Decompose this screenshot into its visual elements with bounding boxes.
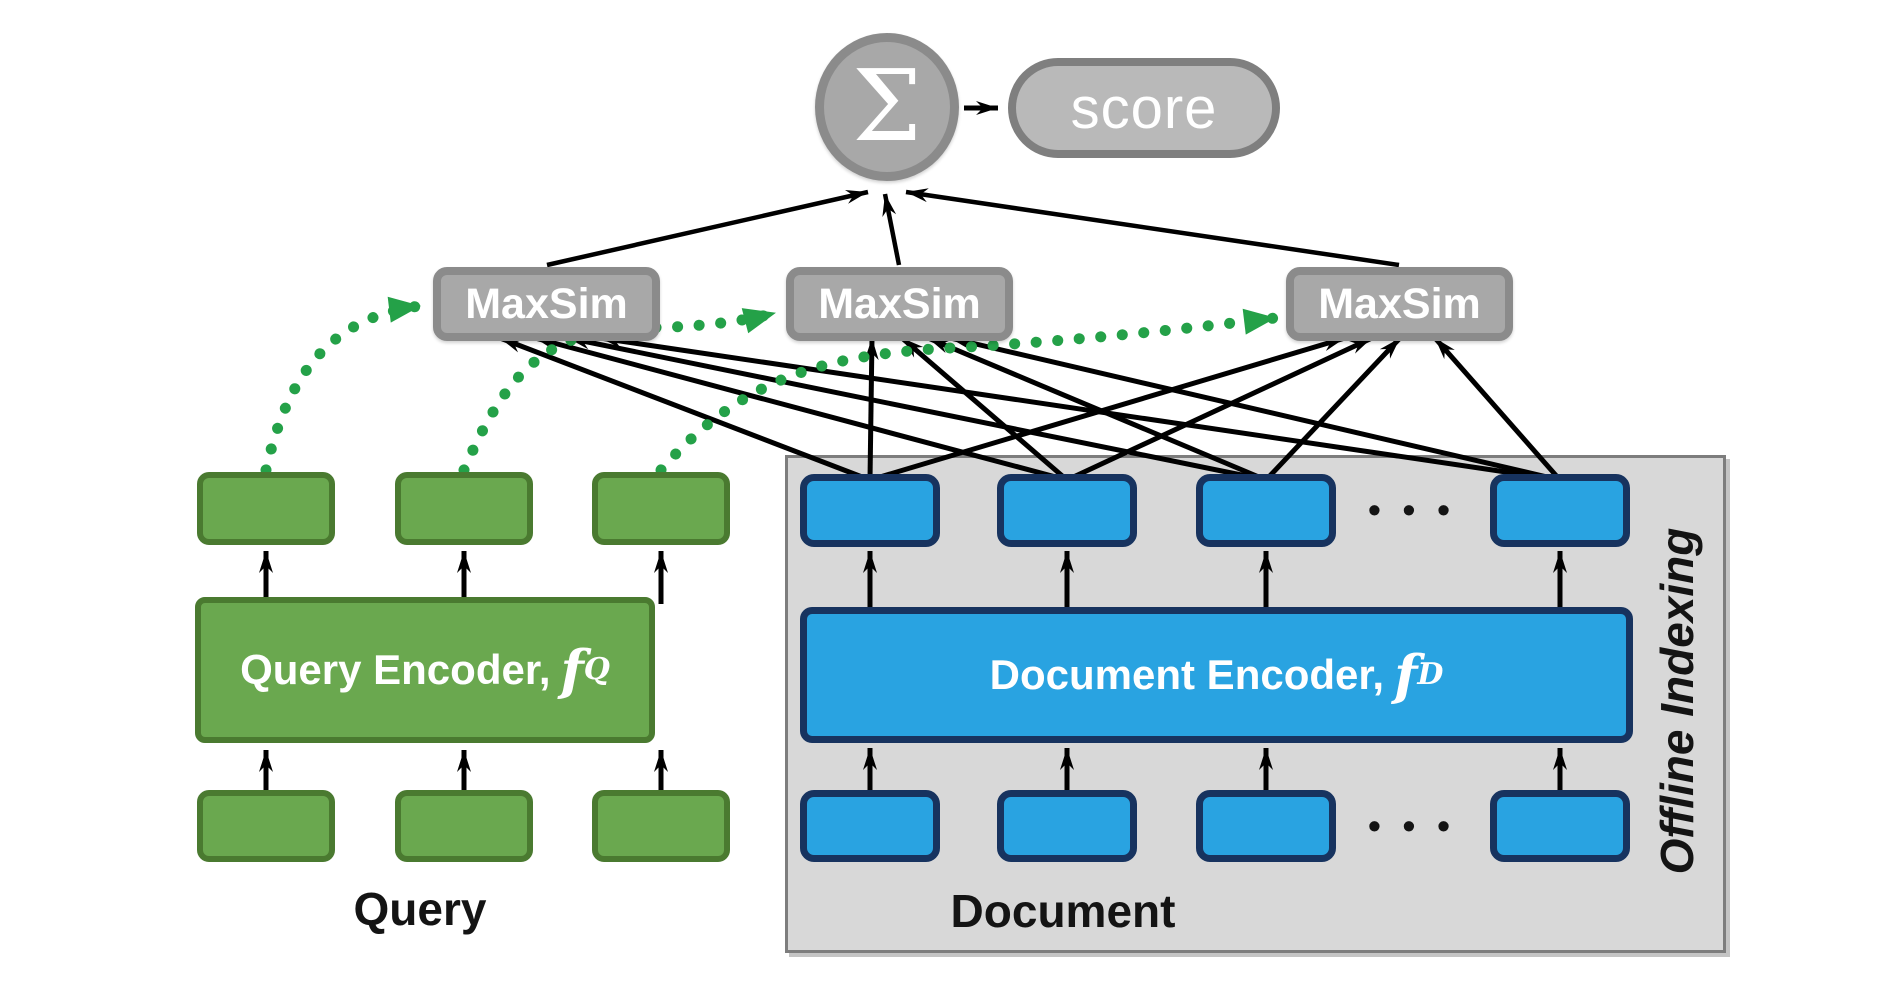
- doc-embedding-box-2: [997, 474, 1137, 547]
- doc-embedding-box-3: [1196, 474, 1336, 547]
- maxsim-node-2: MaxSim: [786, 267, 1013, 341]
- query-encoder-label: Query Encoder,: [240, 646, 551, 693]
- maxsim-node-1: MaxSim: [433, 267, 660, 341]
- query-token-box-2: [395, 790, 533, 862]
- score-node: score: [1008, 58, 1280, 158]
- arrow-maxsim3-to-sum: [905, 188, 1400, 268]
- offline-indexing-label: Offline Indexing: [1651, 527, 1703, 875]
- doc-token-box-3: [1196, 790, 1336, 862]
- arrow-demb3-to-maxsim2: [927, 335, 1267, 483]
- arrow-demb1-to-maxsim1: [499, 335, 871, 483]
- doc-token-box-1: [800, 790, 940, 862]
- sum-node: Σ: [815, 33, 959, 181]
- arrow-maxsim2-to-sum: [882, 193, 902, 266]
- doc-embedding-ellipsis: • • •: [1368, 489, 1456, 530]
- query-caption: Query: [353, 883, 487, 935]
- doc-token-ellipsis: • • •: [1368, 805, 1456, 846]
- query-embedding-box-1: [197, 472, 335, 545]
- doc-embedding-box-1: [800, 474, 940, 547]
- query-token-box-1: [197, 790, 335, 862]
- arrow-demb3-to-maxsim1: [567, 335, 1267, 483]
- maxsim-node-3: MaxSim: [1286, 267, 1513, 341]
- arrow-demb2-to-maxsim3: [1065, 335, 1374, 483]
- doc-token-box-4: [1490, 790, 1630, 862]
- arrow-demb2-to-maxsim2: [900, 336, 1069, 482]
- doc-embedding-box-4: [1490, 474, 1630, 547]
- document-caption: Document: [950, 885, 1176, 937]
- arrow-demb1-to-maxsim2: [864, 337, 879, 481]
- arrow-demb2-to-maxsim1: [534, 335, 1068, 483]
- dotted-arrow-qemb3-to-maxsim3: [655, 308, 1281, 476]
- query-embedding-box-3: [592, 472, 730, 545]
- arrow-demb1-to-maxsim3: [869, 335, 1346, 483]
- arrow-maxsim1-to-sum: [546, 189, 869, 268]
- arrow-demb3-to-maxsim3: [1264, 336, 1402, 482]
- arrow-demb4-to-maxsim1: [599, 334, 1561, 483]
- arrow-demb4-to-maxsim3: [1433, 336, 1562, 482]
- query-token-box-3: [592, 790, 730, 862]
- document-encoder-label: Document Encoder,: [989, 651, 1385, 698]
- doc-token-box-2: [997, 790, 1137, 862]
- query-embedding-box-2: [395, 472, 533, 545]
- arrow-demb4-to-maxsim2: [949, 335, 1561, 483]
- dotted-arrow-qemb1-to-maxsim1: [260, 296, 426, 476]
